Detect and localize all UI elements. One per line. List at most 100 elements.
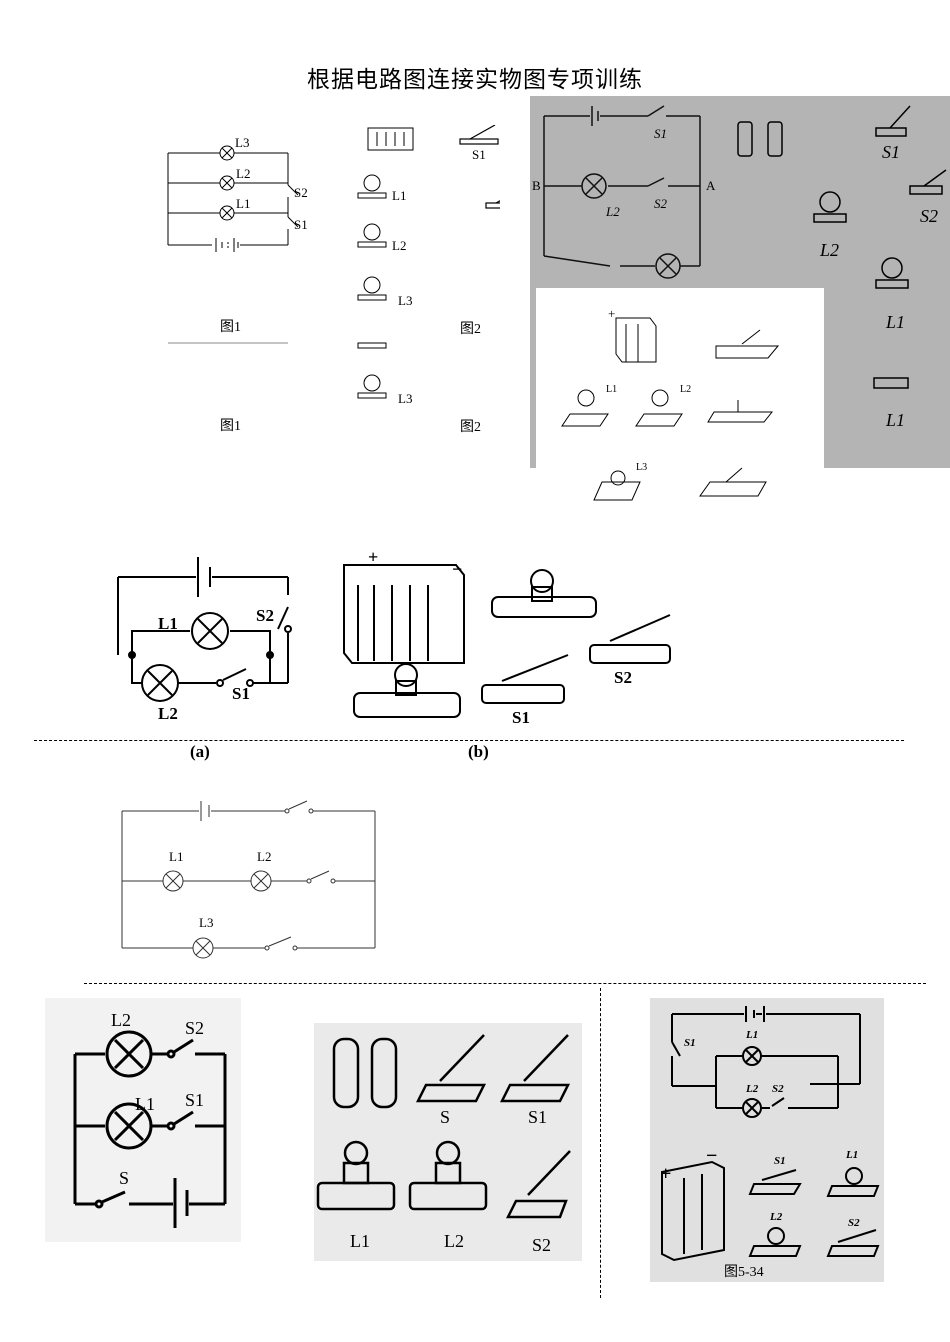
p2-obj-L1: L1	[885, 312, 905, 332]
p5-label-S2: S2	[185, 1018, 204, 1038]
separator-line-1	[34, 740, 904, 741]
p3-switch-S1	[481, 654, 569, 704]
p3-obj-S1: S1	[512, 708, 530, 727]
p6-label-L2: L2	[745, 1083, 759, 1095]
p3-caption-b: (b)	[468, 742, 489, 761]
p6-label-S1: S1	[684, 1037, 696, 1049]
p3-switch-S2	[589, 614, 671, 664]
p6-obj-L1: L1	[845, 1149, 858, 1161]
problem5-circuit: L2 S2 L1 S1 S	[73, 1010, 227, 1228]
obj-label-S1: S1	[472, 147, 486, 162]
p6-label-L1: L1	[745, 1029, 758, 1041]
p2-batteries	[737, 121, 783, 157]
p5-obj-S1: S1	[528, 1107, 547, 1127]
p5-label-L1: L1	[135, 1094, 155, 1114]
p5-label-L2: L2	[111, 1010, 131, 1030]
p2-label-L2: L2	[605, 204, 620, 219]
p3-label-S2: S2	[256, 606, 274, 625]
bulb-L3-drawing	[357, 276, 387, 301]
obj-label-L2: L2	[392, 238, 406, 253]
page-title: 根据电路图连接实物图专项训练	[307, 67, 643, 93]
p2-inset-L2: L2	[680, 384, 691, 395]
p6-label-S2: S2	[772, 1083, 784, 1095]
p4-label-L3: L3	[199, 915, 213, 930]
p6-components	[748, 1167, 880, 1257]
p6-obj-S1: S1	[774, 1155, 786, 1167]
figure-caption-1: 图1	[220, 320, 241, 335]
p2-label-A: A	[706, 178, 716, 193]
battery-box	[367, 127, 414, 151]
p2-obj-L2: L2	[819, 240, 839, 260]
p2-base-L1b	[873, 377, 909, 389]
separator-line-2	[84, 983, 926, 984]
p2-inset-components	[561, 317, 780, 427]
p5-obj-L1: L1	[350, 1231, 370, 1251]
p2-switch-S2	[909, 169, 947, 195]
p6-obj-L2: L2	[769, 1211, 783, 1223]
separator-vertical	[600, 988, 601, 1298]
problem2-figures: S1 S2 A B L2 S1 S2 L2 L1 L1 + L1 L2	[532, 105, 947, 468]
obj-label-L3-repeat: L3	[398, 391, 412, 406]
p5-obj-S2: S2	[532, 1235, 551, 1255]
switch-S2-drawing	[485, 200, 500, 209]
p2-inset-panel	[536, 288, 824, 468]
problem5-objects: S S1 L1 L2 S2	[316, 1034, 571, 1255]
p2-bulb-L1	[875, 257, 909, 289]
p2-inset-plus: +	[608, 306, 615, 321]
problem4-circuit: L1 L2 L3	[121, 800, 376, 959]
p5-label-S1: S1	[185, 1090, 204, 1110]
p2-obj-S1: S1	[882, 142, 900, 162]
p6-minus: −	[706, 1145, 717, 1167]
circuit-diagram-1	[167, 145, 299, 344]
problem1-figures: L3 L2 L1 S2 S1 图1 图1 S1 S2 L1 L2 L3 L3 图…	[167, 125, 500, 435]
p3-battery	[343, 564, 465, 664]
label-S1: S1	[294, 217, 308, 232]
p2-inset-lower: L3	[536, 460, 786, 510]
label-L1: L1	[236, 196, 250, 211]
p5-obj-L2: L2	[444, 1231, 464, 1251]
p6-obj-S2: S2	[848, 1217, 860, 1229]
p2-label-S1: S1	[654, 126, 667, 141]
figure-caption-2-repeat: 图2	[460, 420, 481, 435]
p5-obj-S: S	[440, 1107, 450, 1127]
p3-bulb-top	[491, 569, 597, 618]
bulb-L2-drawing	[357, 223, 387, 248]
p3-label-L2: L2	[158, 704, 178, 723]
p3-label-L1: L1	[158, 614, 178, 633]
p5-label-S: S	[119, 1168, 129, 1188]
switch-S1-drawing	[459, 125, 499, 145]
problem6-figures: S1 L1 L2 S2 + − S1 L1 L2 S2 图5-34	[660, 1006, 880, 1280]
circuit-diagram-2	[543, 105, 701, 279]
p2-switch-S1	[875, 105, 911, 137]
p3-plus: +	[368, 547, 378, 567]
p2-inset-L3: L3	[636, 462, 647, 473]
bulb-base-fragment	[357, 342, 387, 349]
p6-figure-caption: 图5-34	[724, 1265, 764, 1280]
p2-obj-L1-repeat: L1	[885, 410, 905, 430]
obj-label-L3: L3	[398, 293, 412, 308]
problem3-figures: L1 L2 S1 S2 + − S1 S2 (a) (b)	[117, 547, 671, 761]
circuit-diagram-3	[117, 557, 292, 702]
figure-caption-2: 图2	[460, 322, 481, 337]
bulb-L3-drawing-repeat	[357, 374, 387, 399]
p4-label-L1: L1	[169, 849, 183, 864]
p2-obj-S2: S2	[920, 206, 938, 226]
p2-label-B: B	[532, 178, 541, 193]
obj-label-L1: L1	[392, 188, 406, 203]
p2-label-S2: S2	[654, 196, 668, 211]
p6-photo	[650, 998, 884, 1282]
p2-inset-L1: L1	[606, 384, 617, 395]
label-L3: L3	[235, 135, 249, 150]
p2-bulb-L2	[813, 191, 847, 223]
p3-obj-S2: S2	[614, 668, 632, 687]
p6-battery	[661, 1160, 725, 1262]
figure-caption-1-repeat: 图1	[220, 419, 241, 434]
label-S2: S2	[294, 185, 308, 200]
p6-plus: +	[660, 1163, 671, 1185]
p3-bulb-bottom	[353, 663, 461, 718]
p3-minus: −	[452, 559, 462, 579]
bulb-L1-drawing	[357, 174, 387, 199]
label-L2: L2	[236, 166, 250, 181]
p3-caption-a: (a)	[190, 742, 210, 761]
p4-label-L2: L2	[257, 849, 271, 864]
